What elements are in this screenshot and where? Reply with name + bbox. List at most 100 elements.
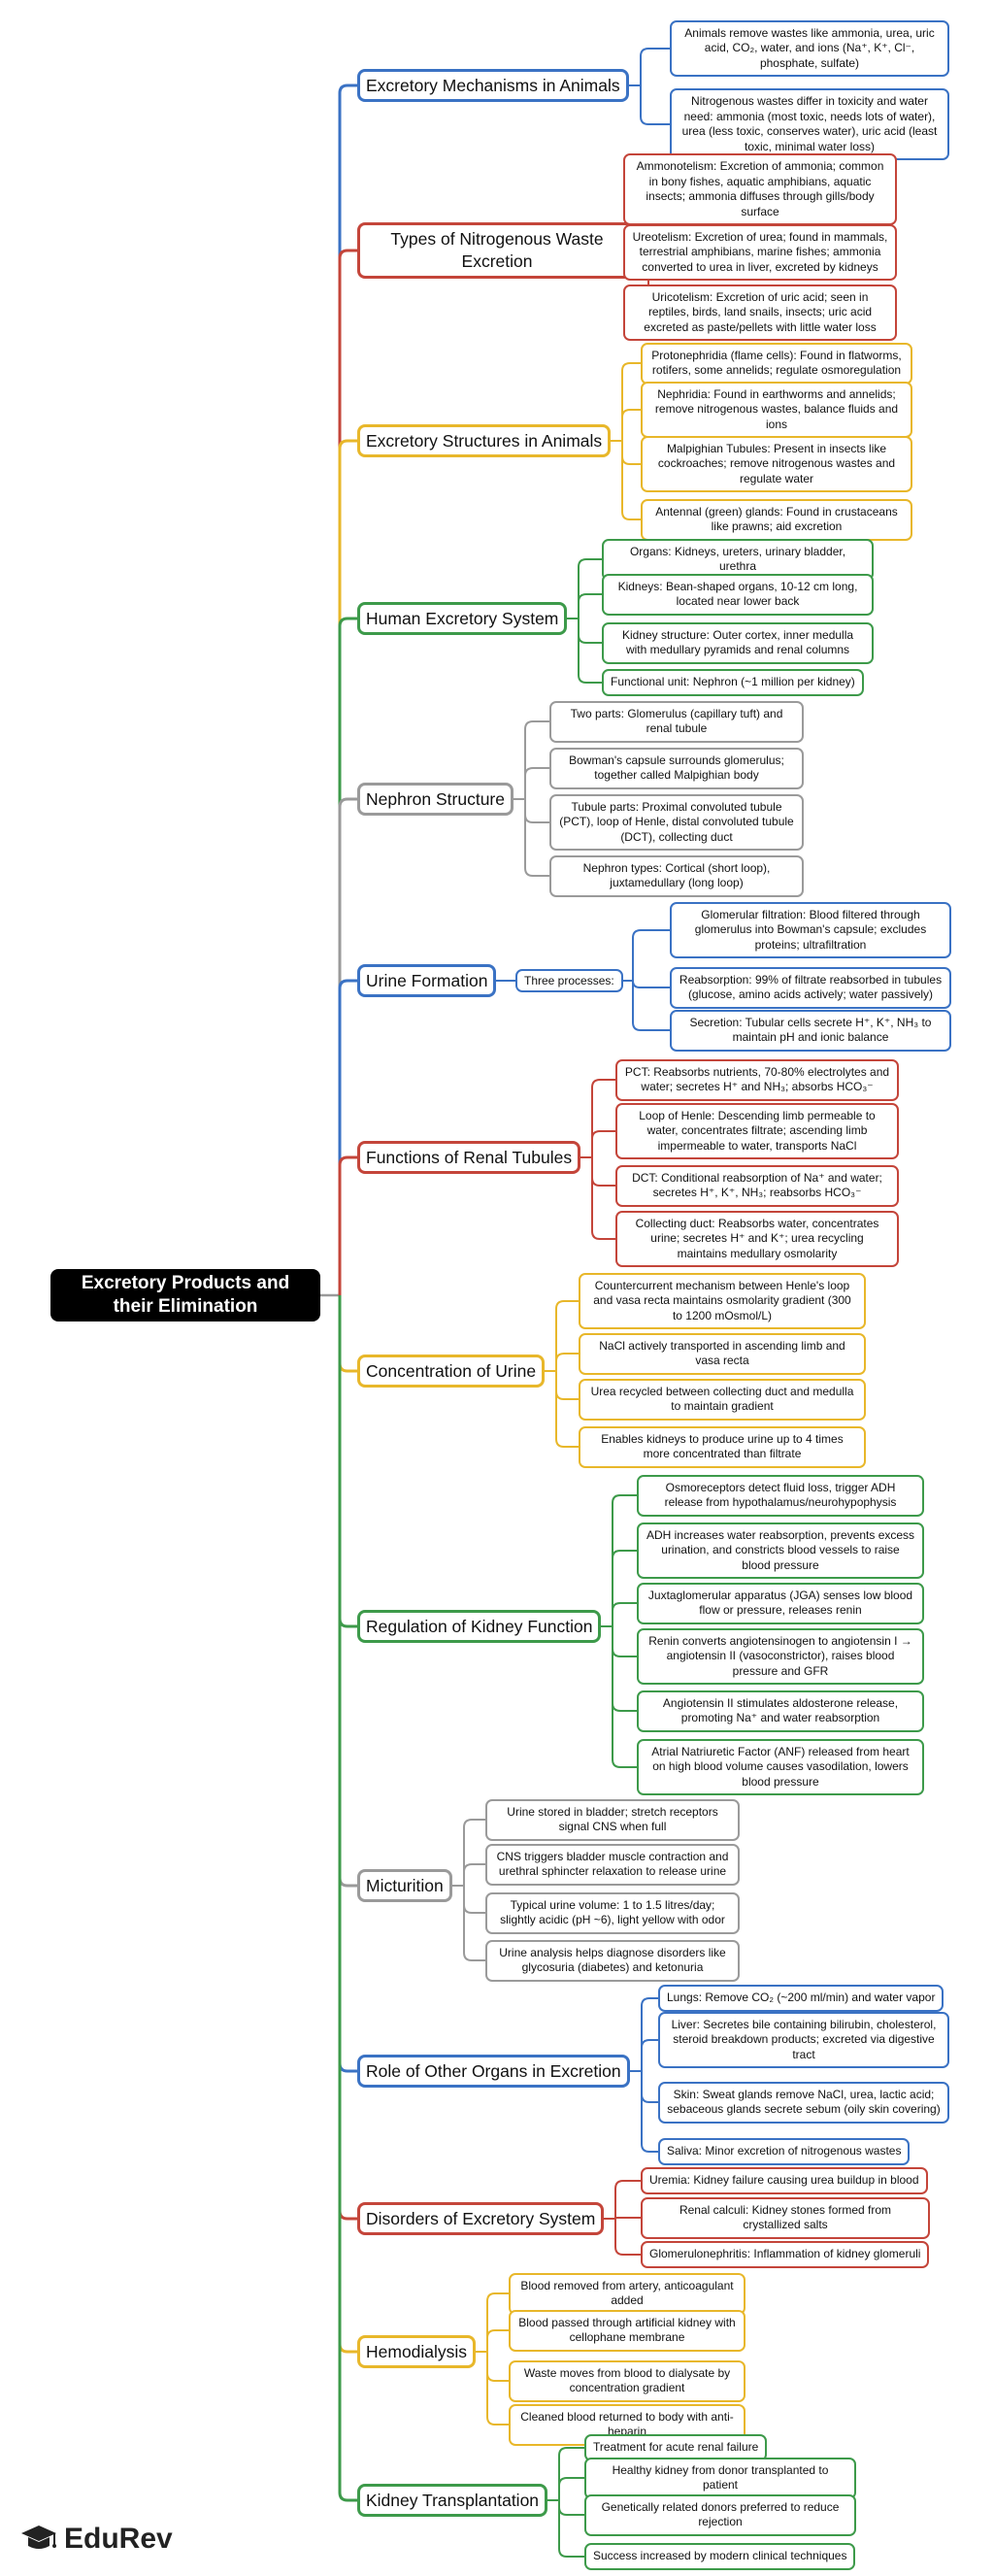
leaf-node[interactable]: Skin: Sweat glands remove NaCl, urea, la…	[658, 2081, 949, 2124]
leaf-node[interactable]: Angiotensin II stimulates aldosterone re…	[637, 1689, 924, 1732]
leaf-node[interactable]: Nephridia: Found in earthworms and annel…	[641, 381, 912, 439]
leaf-node[interactable]: Blood passed through artificial kidney w…	[509, 2309, 746, 2352]
leaf-node[interactable]: Genetically related donors preferred to …	[584, 2493, 856, 2536]
connector-line	[641, 2071, 658, 2103]
leaf-node[interactable]: CNS triggers bladder muscle contraction …	[485, 1843, 740, 1886]
leaf-node[interactable]: Lungs: Remove CO₂ (~200 ml/min) and wate…	[658, 1985, 944, 2012]
topic-node[interactable]: Regulation of Kidney Function	[357, 1609, 602, 1644]
connector-line	[640, 85, 670, 125]
connector-line	[338, 1295, 357, 2073]
leaf-node[interactable]: Urine stored in bladder; stretch recepto…	[485, 1798, 740, 1841]
connector-line	[578, 593, 602, 619]
leaf-node[interactable]: Kidney structure: Outer cortex, inner me…	[602, 621, 874, 664]
leaf-node[interactable]: Protonephridia (flame cells): Found in f…	[641, 342, 912, 385]
connector-line	[591, 1157, 615, 1240]
connector-line	[338, 797, 357, 1295]
leaf-node[interactable]: Urine analysis helps diagnose disorders …	[485, 1939, 740, 1982]
connector-line	[338, 979, 357, 1295]
connector-line	[558, 2477, 584, 2500]
leaf-node[interactable]: Typical urine volume: 1 to 1.5 litres/da…	[485, 1891, 740, 1934]
topic-node[interactable]: Excretory Mechanisms in Animals	[357, 68, 629, 103]
connector-line	[621, 441, 641, 520]
leaf-node[interactable]: DCT: Conditional reabsorption of Na⁺ and…	[615, 1164, 899, 1207]
leaf-node[interactable]: Osmoreceptors detect fluid loss, trigger…	[637, 1474, 924, 1517]
connector-line	[621, 362, 641, 441]
connector-line	[632, 929, 670, 981]
leaf-node[interactable]: Functional unit: Nephron (~1 million per…	[602, 669, 864, 696]
leaf-node[interactable]: Glomerular filtration: Blood filtered th…	[670, 901, 951, 959]
topic-node[interactable]: Urine Formation	[357, 963, 497, 998]
topic-node[interactable]: Functions of Renal Tubules	[357, 1140, 581, 1175]
connector-line	[621, 441, 641, 465]
leaf-node[interactable]: Ureotelism: Excretion of urea; found in …	[623, 223, 897, 282]
connector-line	[555, 1371, 579, 1448]
leaf-node[interactable]: Uricotelism: Excretion of uric acid; see…	[623, 284, 897, 342]
leaf-node[interactable]: Enables kidneys to produce urine up to 4…	[579, 1425, 866, 1468]
connector-line	[338, 1295, 357, 2502]
leaf-node[interactable]: Urea recycled between collecting duct an…	[579, 1378, 866, 1421]
connector-line	[614, 2219, 641, 2256]
connector-line	[555, 1371, 579, 1400]
connector-line	[614, 2217, 641, 2220]
connector-line	[612, 1602, 637, 1626]
leaf-node[interactable]: Blood removed from artery, anticoagulant…	[509, 2272, 746, 2315]
leaf-node[interactable]: Liver: Secretes bile containing bilirubi…	[658, 2011, 949, 2069]
leaf-node[interactable]: Countercurrent mechanism between Henle's…	[579, 1272, 866, 1330]
leaf-node[interactable]: Reabsorption: 99% of filtrate reabsorbed…	[670, 966, 951, 1009]
connector-line	[612, 1550, 637, 1626]
leaf-node[interactable]: ADH increases water reabsorption, preven…	[637, 1522, 924, 1580]
leaf-node[interactable]: Antennal (green) glands: Found in crusta…	[641, 498, 912, 541]
connector-line	[612, 1626, 637, 1657]
connector-line	[641, 1997, 658, 2071]
leaf-node[interactable]: PCT: Reabsorbs nutrients, 70-80% electro…	[615, 1058, 899, 1101]
leaf-node[interactable]: Kidneys: Bean-shaped organs, 10-12 cm lo…	[602, 573, 874, 616]
leaf-node[interactable]: Success increased by modern clinical tec…	[584, 2543, 856, 2570]
connector-line	[524, 720, 549, 799]
leaf-node[interactable]: Two parts: Glomerulus (capillary tuft) a…	[549, 700, 804, 743]
topic-node[interactable]: Hemodialysis	[357, 2334, 477, 2369]
leaf-node[interactable]: Nephron types: Cortical (short loop), ju…	[549, 854, 804, 897]
leaf-node[interactable]: Glomerulonephritis: Inflammation of kidn…	[641, 2241, 930, 2268]
connector-line	[338, 1295, 357, 1373]
leaf-node[interactable]: Tubule parts: Proximal convoluted tubule…	[549, 793, 804, 852]
leaf-node[interactable]: Ammonotelism: Excretion of ammonia; comm…	[623, 153, 897, 226]
topic-node[interactable]: Micturition	[357, 1868, 452, 1903]
topic-node[interactable]: Disorders of Excretory System	[357, 2201, 605, 2236]
leaf-node[interactable]: Saliva: Minor excretion of nitrogenous w…	[658, 2138, 911, 2165]
topic-node[interactable]: Excretory Structures in Animals	[357, 423, 612, 458]
connector-line	[486, 2292, 509, 2352]
leaf-node[interactable]: Renin converts angiotensinogen to angiot…	[637, 1627, 924, 1686]
leaf-node[interactable]: Juxtaglomerular apparatus (JGA) senses l…	[637, 1582, 924, 1624]
connector-line	[640, 48, 670, 85]
leaf-node[interactable]: Animals remove wastes like ammonia, urea…	[670, 19, 949, 78]
sub-node[interactable]: Three processes:	[515, 969, 623, 992]
connector-line	[612, 1626, 637, 1712]
leaf-node[interactable]: Secretion: Tubular cells secrete H⁺, K⁺,…	[670, 1009, 951, 1052]
leaf-node[interactable]: Loop of Henle: Descending limb permeable…	[615, 1102, 899, 1160]
leaf-node[interactable]: Nitrogenous wastes differ in toxicity an…	[670, 88, 949, 161]
connector-line	[486, 2352, 509, 2425]
leaf-node[interactable]: Collecting duct: Reabsorbs water, concen…	[615, 1210, 899, 1268]
connector-line	[612, 1494, 637, 1626]
topic-node[interactable]: Role of Other Organs in Excretion	[357, 2054, 630, 2089]
leaf-node[interactable]: Renal calculi: Kidney stones formed from…	[641, 2196, 930, 2239]
topic-node[interactable]: Kidney Transplantation	[357, 2483, 548, 2518]
topic-node[interactable]: Types of Nitrogenous Waste Excretion	[357, 222, 637, 279]
connector-line	[641, 2071, 658, 2153]
connector-line	[578, 558, 602, 619]
leaf-node[interactable]: NaCl actively transported in ascending l…	[579, 1332, 866, 1375]
leaf-node[interactable]: Atrial Natriuretic Factor (ANF) released…	[637, 1738, 924, 1796]
leaf-node[interactable]: Healthy kidney from donor transplanted t…	[584, 2457, 856, 2499]
topic-node[interactable]: Nephron Structure	[357, 782, 514, 817]
connector-line	[632, 980, 670, 988]
topic-node[interactable]: Human Excretory System	[357, 601, 568, 636]
connector-line	[614, 2180, 641, 2219]
leaf-node[interactable]: Uremia: Kidney failure causing urea buil…	[641, 2167, 928, 2194]
leaf-node[interactable]: Treatment for acute renal failure	[584, 2434, 768, 2461]
root-node[interactable]: Excretory Products and their Elimination	[50, 1269, 320, 1321]
leaf-node[interactable]: Bowman's capsule surrounds glomerulus; t…	[549, 747, 804, 789]
leaf-node[interactable]: Malpighian Tubules: Present in insects l…	[641, 435, 912, 493]
leaf-node[interactable]: Waste moves from blood to dialysate by c…	[509, 2359, 746, 2402]
topic-node[interactable]: Concentration of Urine	[357, 1354, 546, 1388]
